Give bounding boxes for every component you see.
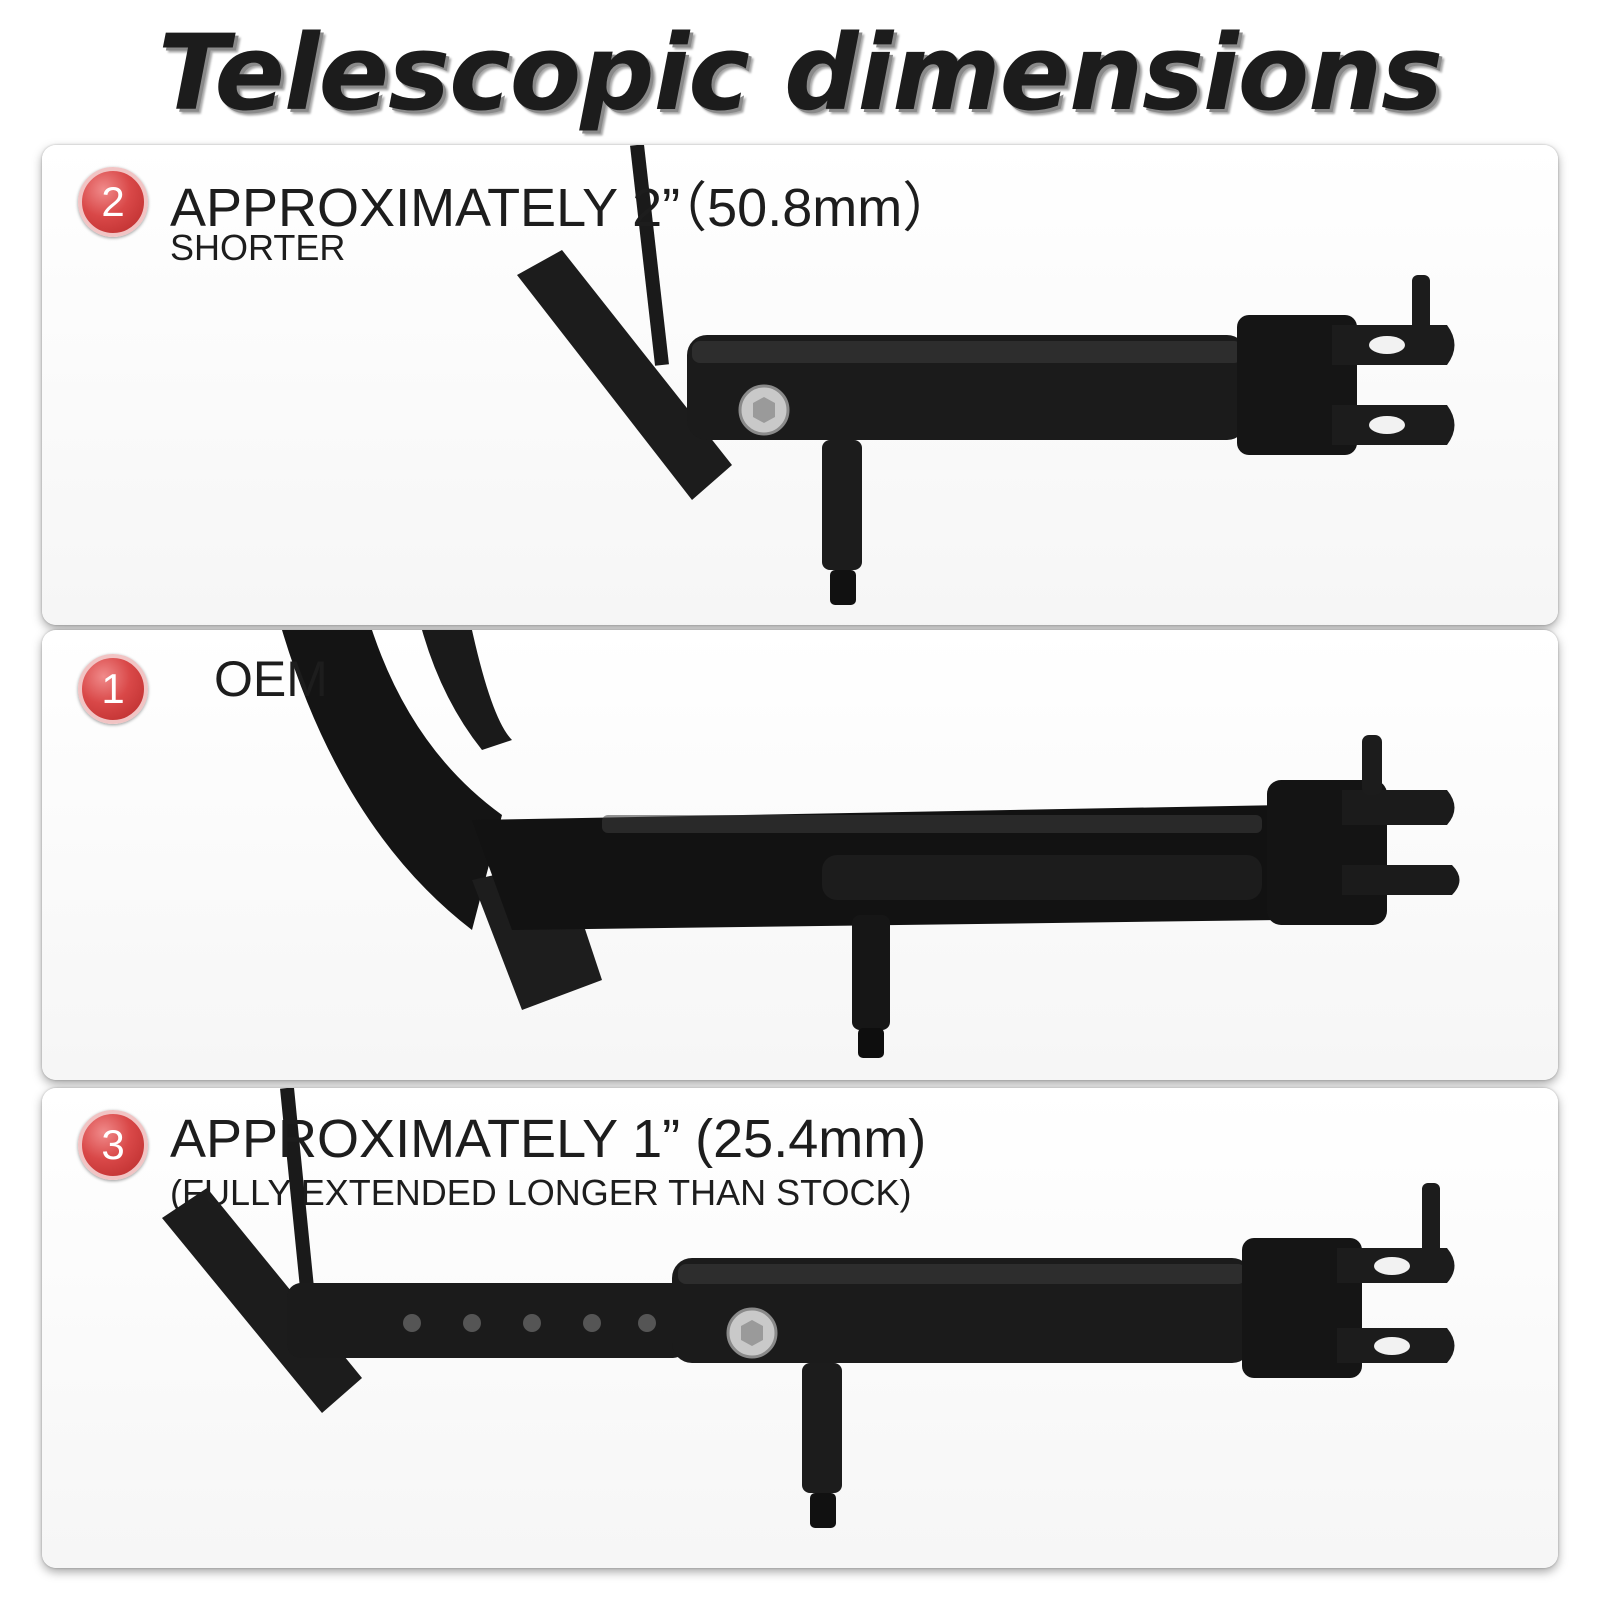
kickstand-oem-image xyxy=(282,630,1460,1058)
kickstand-short-image xyxy=(517,145,1455,605)
panel-heading: OEM xyxy=(214,651,328,707)
panel-longer: 3 APPROXIMATELY 1” (25.4mm) (FULLY EXTEN… xyxy=(42,1088,1558,1568)
page-title: Telescopic dimensions xyxy=(157,12,1443,134)
kickstand-long-image xyxy=(162,1088,1455,1528)
panel-shorter: 2 APPROXIMATELY 2”（50.8mm） SHORTER xyxy=(42,145,1558,625)
panel-heading: APPROXIMATELY 2”（50.8mm） xyxy=(170,178,957,238)
panel-oem: 1 OEM xyxy=(42,630,1558,1080)
step-badge: 3 xyxy=(78,1110,148,1180)
panel-subheading: (FULLY EXTENDED LONGER THAN STOCK) xyxy=(170,1172,912,1213)
step-badge: 2 xyxy=(78,167,148,237)
step-badge: 1 xyxy=(78,654,148,724)
panel-heading: APPROXIMATELY 1” (25.4mm) xyxy=(170,1109,927,1169)
panel-subheading: SHORTER xyxy=(170,227,346,268)
